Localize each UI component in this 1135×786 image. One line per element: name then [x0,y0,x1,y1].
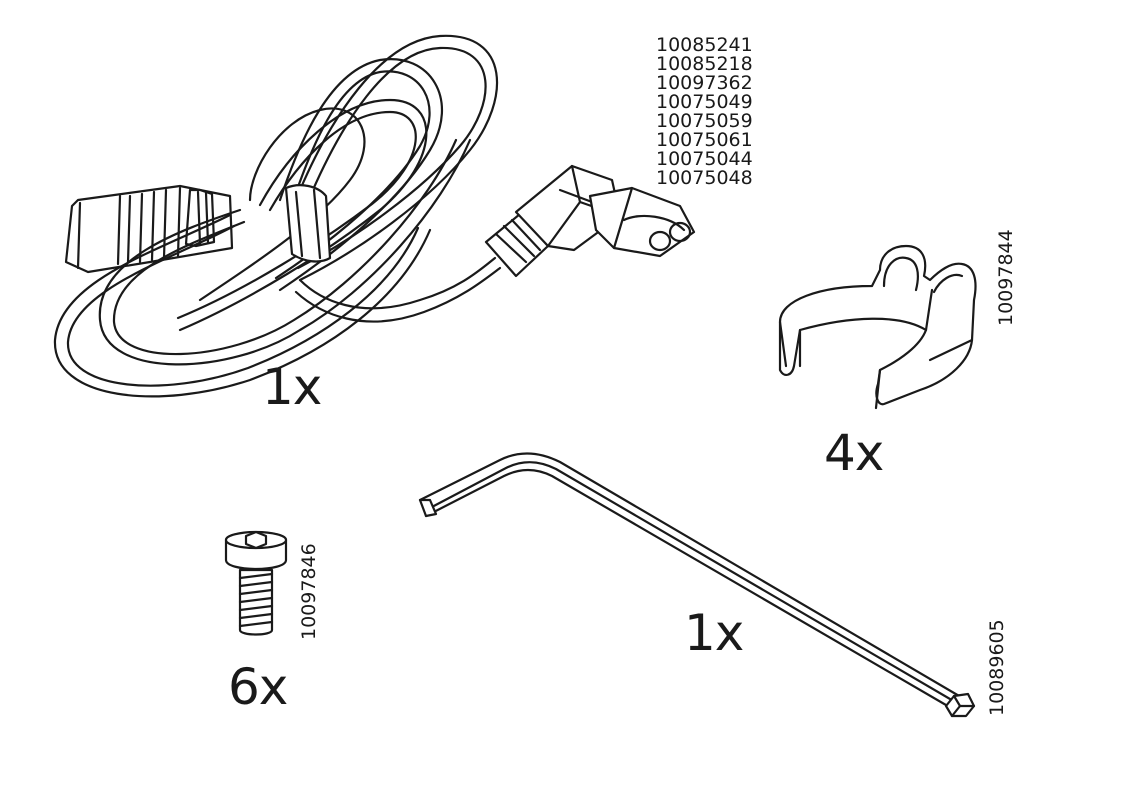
allen-key-illustration [418,452,976,718]
clip-quantity: 4x [824,424,884,482]
cable-part-number: 10085241 [656,34,753,56]
cable-part-number: 10075049 [656,91,753,113]
clip-part-number: 10097844 [995,229,1017,326]
power-cable-illustration [53,34,696,398]
screw-part-number: 10097846 [298,543,320,640]
screw-quantity: 6x [228,658,288,716]
cable-clip-illustration [778,244,977,410]
cable-part-number: 10075048 [656,167,753,189]
cable-part-number-list: 10085241 10085218 10097362 10075049 1007… [656,36,753,188]
cable-part-number: 10075044 [656,148,753,170]
cable-part-number: 10075061 [656,129,753,151]
allen-key-quantity: 1x [684,604,744,662]
cable-quantity: 1x [262,358,322,416]
cable-part-number: 10097362 [656,72,753,94]
allen-key-part-number: 10089605 [986,619,1008,716]
cable-part-number: 10075059 [656,110,753,132]
cable-part-number: 10085218 [656,53,753,75]
screw-illustration [224,530,288,636]
